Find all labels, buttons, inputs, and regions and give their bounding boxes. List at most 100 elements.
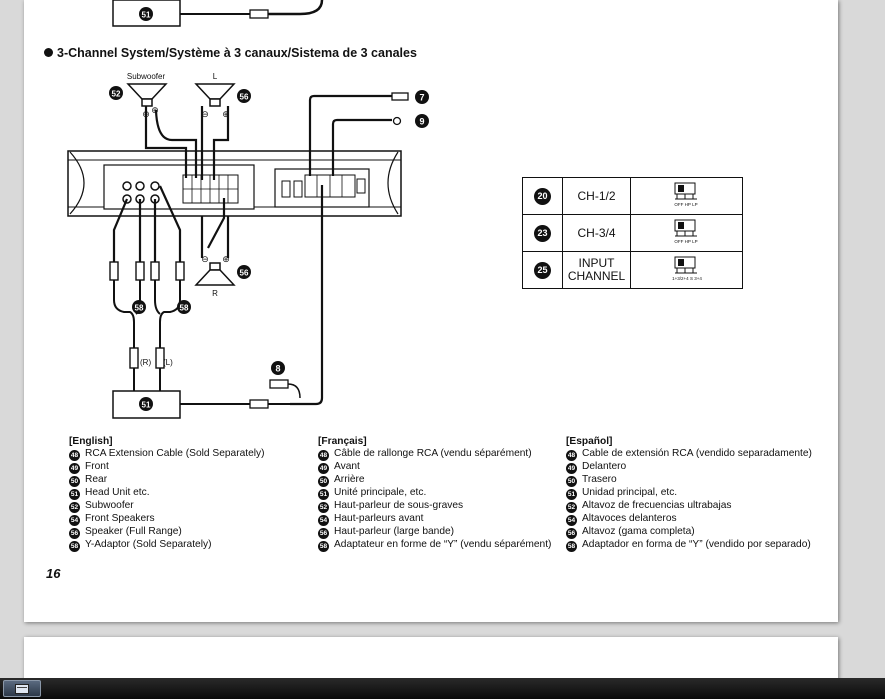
start-button[interactable]: [3, 680, 41, 697]
callout-58-right-circle: [177, 300, 191, 314]
callout-58-left-circle: [132, 300, 146, 314]
rca-left-label: (L): [163, 358, 173, 367]
legend-number: 49: [318, 463, 329, 475]
fuse-connector: [269, 379, 289, 389]
row-number: 20: [534, 187, 551, 205]
callout-52: 52: [112, 90, 121, 99]
subwoofer-speaker: [126, 83, 168, 107]
battery-connector: [391, 92, 409, 101]
power-wires: [290, 94, 392, 406]
legend-language: [English]: [69, 436, 113, 447]
right-minus: ⊖: [201, 255, 209, 265]
legend-number: 48: [69, 450, 80, 462]
callout-56-top: 56: [240, 93, 249, 102]
row-number: 23: [534, 224, 551, 242]
row-label: INPUT CHANNEL: [562, 251, 631, 289]
switch-settings-table: 20 CH-1/2 OFF HP LP 23 CH-3/4 OFF HP LP …: [522, 177, 743, 289]
right-speaker: [194, 262, 236, 286]
left-minus: ⊖: [201, 110, 209, 120]
page-number: 16: [46, 566, 61, 581]
legend-number: 58: [566, 541, 577, 553]
legend-number: 49: [69, 463, 80, 475]
bullet-icon: [44, 48, 53, 57]
ground-terminal: [392, 116, 402, 126]
legend-number: 50: [318, 476, 329, 488]
legend-number: 56: [318, 528, 329, 540]
callout-58-right: 58: [180, 304, 189, 313]
row-label: CH-1/2: [562, 177, 631, 215]
legend-number: 54: [566, 515, 577, 527]
table-row: 23 CH-3/4 OFF HP LP: [522, 214, 743, 252]
remote-connector: [249, 399, 269, 409]
svg-text:OFF HP LP: OFF HP LP: [674, 202, 697, 207]
table-row: 25 INPUT CHANNEL 1+3/2+4 S 3+4: [522, 251, 743, 289]
left-speaker-label: L: [213, 72, 218, 81]
amplifier: [67, 150, 402, 217]
legend-number: 56: [69, 528, 80, 540]
callout-51: 51: [142, 401, 151, 410]
callout-52-circle: [109, 86, 123, 100]
callout-7-circle: [415, 90, 429, 104]
legend-language: [Español]: [566, 436, 613, 447]
callout-8-circle: [271, 361, 285, 375]
switch-graphic-cell: OFF HP LP: [630, 214, 743, 252]
left-plus: ⊕: [222, 110, 230, 120]
callout-9-circle: [415, 114, 429, 128]
svg-text:OFF HP LP: OFF HP LP: [674, 239, 697, 244]
slide-switch-icon: 1+3/2+4 S 3+4: [672, 256, 702, 281]
legend-number: 58: [69, 541, 80, 553]
rca-plugs: [109, 261, 185, 281]
right-speaker-label: R: [212, 289, 218, 298]
row-label: CH-3/4: [562, 214, 631, 252]
legend-number: 56: [566, 528, 577, 540]
y-adaptor-cables: [113, 280, 181, 348]
legend-number: 51: [318, 489, 329, 501]
callout-51-top-circle: [139, 7, 153, 21]
callout-7: 7: [419, 93, 424, 103]
section-title: 3-Channel System/Système à 3 canaux/Sist…: [44, 46, 417, 60]
switch-graphic-cell: OFF HP LP: [630, 177, 743, 215]
svg-text:1+3/2+4 S 3+4: 1+3/2+4 S 3+4: [672, 276, 702, 281]
callout-56-bottom-circle: [237, 265, 251, 279]
subwoofer-label: Subwoofer: [127, 72, 166, 81]
legend-number: 48: [318, 450, 329, 462]
legend-number: 54: [318, 515, 329, 527]
left-speaker: [194, 83, 236, 107]
legend-number: 58: [318, 541, 329, 553]
right-plus: ⊕: [222, 255, 230, 265]
power-connector-top: [249, 9, 269, 19]
switch-graphic-cell: 1+3/2+4 S 3+4: [630, 251, 743, 289]
speaker-wires: [144, 106, 230, 258]
slide-switch-icon: OFF HP LP: [674, 219, 697, 244]
head-unit-box-top: [112, 0, 181, 27]
callout-51-circle: [139, 397, 153, 411]
legend-number: 49: [566, 463, 577, 475]
legend-number: 50: [566, 476, 577, 488]
callout-8: 8: [275, 364, 280, 374]
legend-number: 52: [566, 502, 577, 514]
table-row: 20 CH-1/2 OFF HP LP: [522, 177, 743, 215]
row-number: 25: [534, 261, 551, 279]
